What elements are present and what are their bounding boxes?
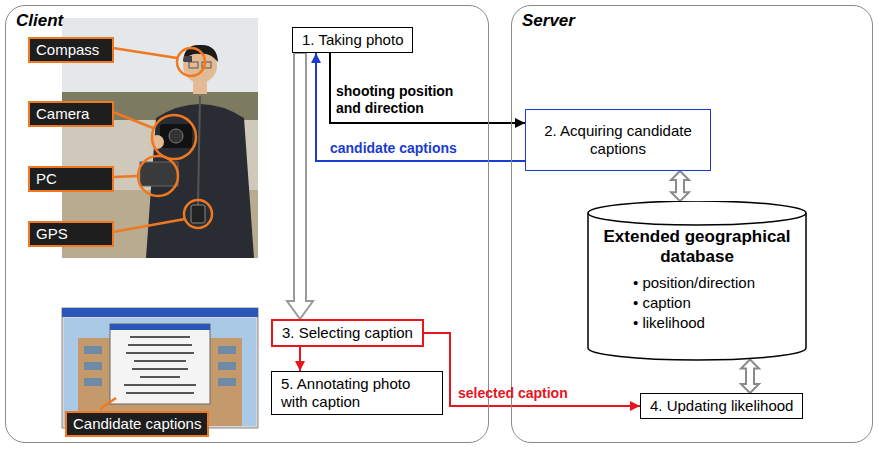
leader-line [113,112,153,128]
node-text: Compass [36,41,106,59]
node-text: Camera [36,105,106,123]
glasses [189,62,198,68]
list-row [132,368,188,370]
device-label: Camera [28,101,114,127]
dialog-list [124,337,196,393]
node-detail: • caption [597,293,797,313]
list-row [130,336,190,338]
leader-line [113,176,138,177]
list-row [128,344,192,346]
arrowhead [515,118,525,128]
node-text: 1. Taking photo [302,31,403,49]
node-detail: • position/direction [597,273,797,293]
node-text: Server [522,11,575,31]
node-text: GPS [36,225,106,243]
window [84,378,102,386]
dialog-titlebar [110,324,210,330]
highlight-circle [177,48,205,76]
process-box: 1. Taking photo [292,27,413,53]
window [218,378,236,386]
highlight-circle [152,115,196,159]
gps-strap [198,96,200,205]
list-row [134,360,186,362]
window [84,346,102,354]
process-box: 4. Updating likelihood [640,393,803,419]
screen-label: Candidate captions [65,411,209,437]
highlight-circle [138,156,178,196]
node-text: 3. Selecting caption [282,324,413,342]
process-box: 2. Acquiring candidate captions [525,109,711,171]
node-text: PC [36,170,106,188]
process-box: 5. Annotating photo with caption [271,371,443,415]
arrowhead [630,401,640,411]
device-label: PC [28,166,114,192]
device-label: GPS [28,221,114,247]
window [84,362,102,370]
connector [311,53,525,161]
connector-line [330,53,525,123]
window-frame [62,308,258,428]
node-text: 5. Annotating photo with caption [281,375,433,411]
client-panel: Client 1. Taking photo 3. Selecting captio… [5,5,489,443]
connector [295,347,305,371]
connector [741,360,759,393]
arrowhead [311,53,321,63]
screenshot [62,308,258,428]
compass-device [184,56,192,62]
gps-device [191,205,205,223]
camera-lens [169,129,183,143]
leader-line [100,398,116,409]
highlight-circle [184,200,212,228]
caption-dialog [110,324,210,404]
cylinder-rim [588,213,806,225]
database-cylinder: Extended geographical database • position… [587,201,807,361]
list-row [126,352,194,354]
node-text: Extended geographical database [597,227,797,267]
list-row [140,376,180,378]
connector [671,171,689,201]
edge-label: shooting position and direction [336,83,476,117]
node-text: 4. Updating likelihood [650,397,793,415]
arrowhead [295,361,305,371]
device-label: Compass [28,37,114,63]
device-highlights [113,48,212,232]
server-panel: Server 2. Acquiring candidate captions 4. … [511,5,873,443]
connector-line [316,53,525,161]
connector [287,53,313,319]
edge-label: selected caption [458,385,568,402]
window [218,346,236,354]
leader-line [113,48,177,58]
cylinder-body [588,201,806,360]
window-titlebar [62,308,258,317]
leader-line [113,219,185,232]
node-text: Client [16,11,63,31]
pc-device [140,162,178,186]
window [218,362,236,370]
list-row [124,384,196,386]
hollow-arrow [287,53,313,319]
node-detail: • likelihood [597,313,797,333]
hollow-arrow [671,171,689,201]
hollow-arrow [741,360,759,393]
node-text: Candidate captions [73,415,201,433]
edge-label: candidate captions [330,140,457,157]
process-box: 3. Selecting caption [271,319,424,347]
node-text: 2. Acquiring candidate captions [534,122,702,158]
camera-device [160,124,192,148]
list-row [126,392,194,394]
photo-sky [64,318,256,426]
connector [330,53,525,128]
